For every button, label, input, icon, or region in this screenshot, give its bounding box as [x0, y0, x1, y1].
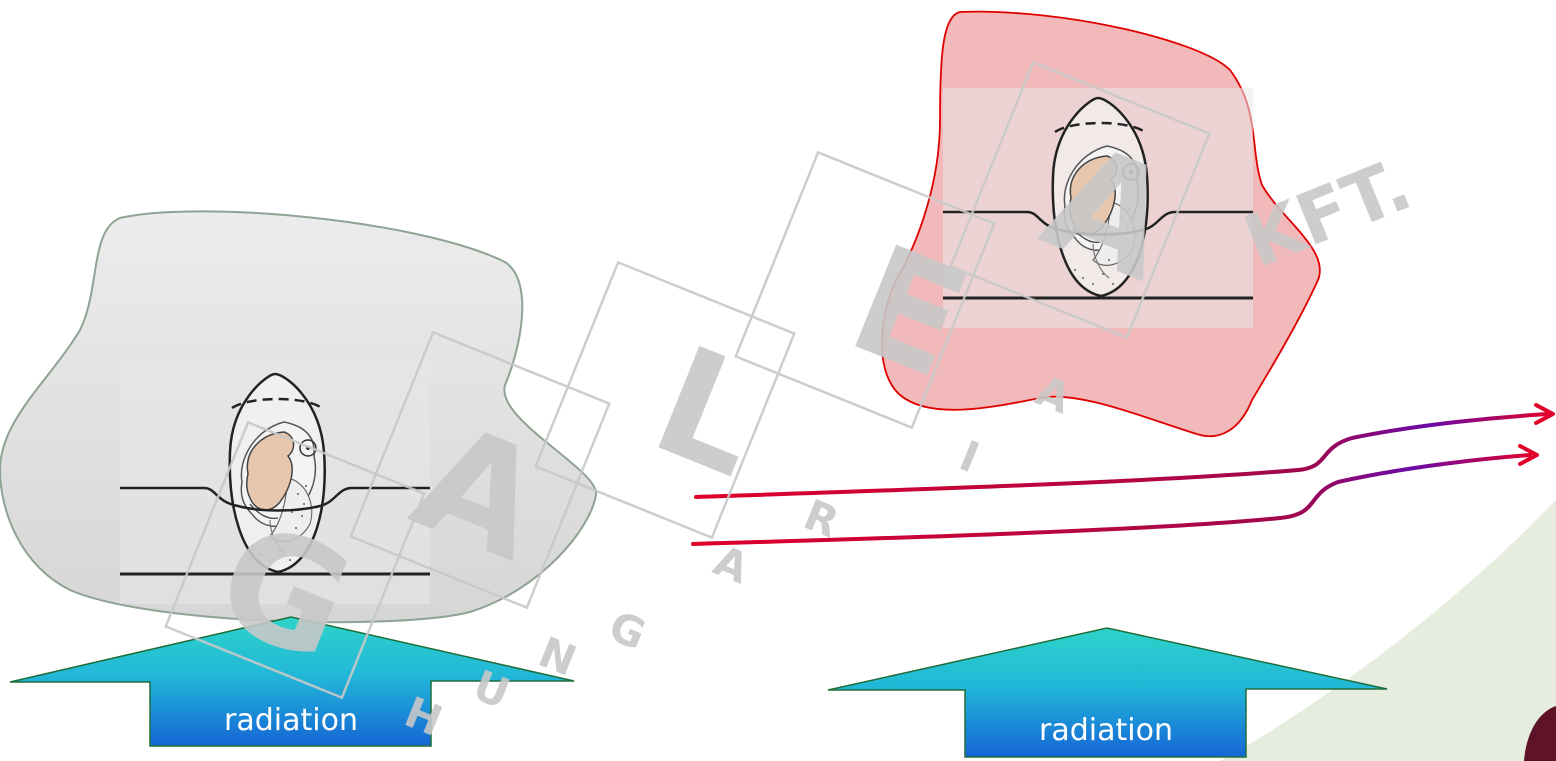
left-radiation-label: radiation	[224, 703, 358, 738]
watermark-letter: I	[953, 431, 986, 482]
corner-maroon-shape	[1524, 706, 1556, 761]
corner-green-shape	[1220, 500, 1556, 761]
watermark-letter: G	[602, 601, 652, 659]
right-panel	[827, 10, 1388, 758]
signal-arrowhead-lower	[1518, 444, 1539, 466]
signal-arrow-upper	[694, 412, 1550, 499]
signal-arrowhead-upper	[1534, 403, 1555, 425]
left-radiation-arrow	[9, 616, 575, 747]
left-panel	[0, 210, 598, 747]
watermark-kft: KFT.	[1233, 142, 1423, 284]
signal-arrow-lower	[691, 453, 1532, 546]
right-radiation-arrow	[827, 627, 1388, 758]
right-radiation-label: radiation	[1039, 713, 1173, 748]
signal-arrows	[691, 403, 1555, 546]
